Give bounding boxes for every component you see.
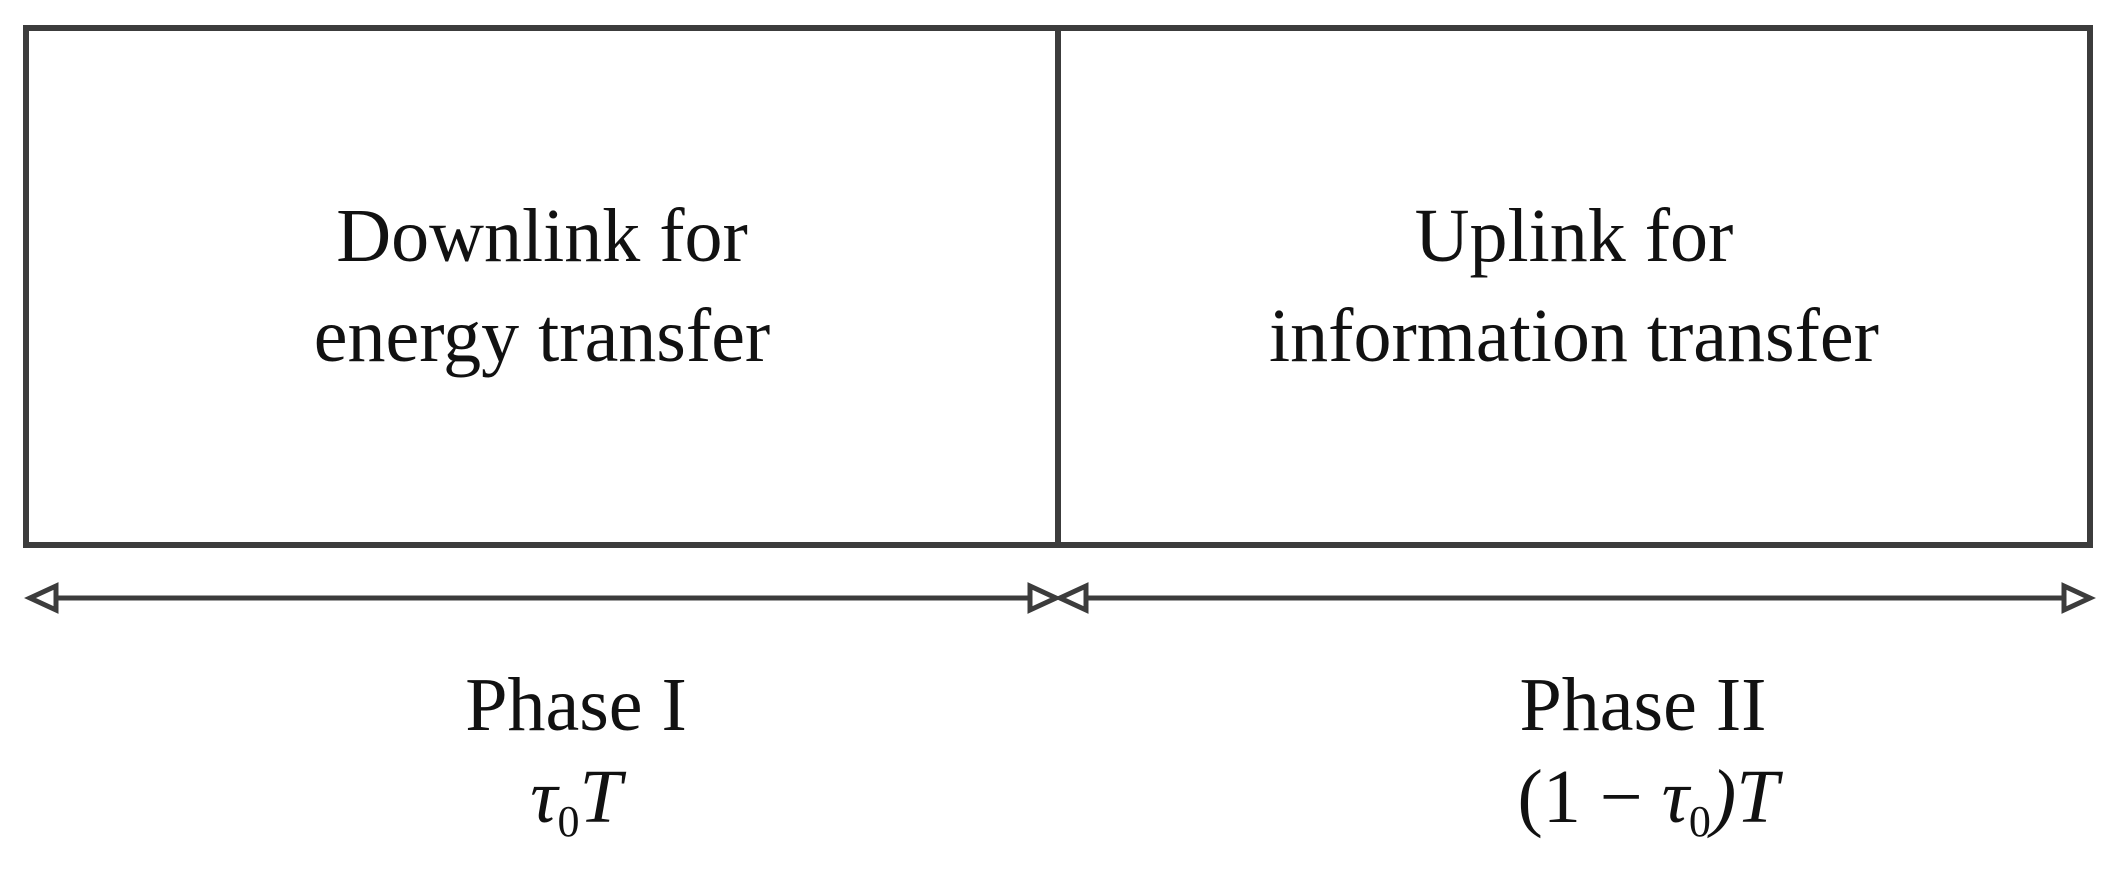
phase-1-arrow-left-head: [24, 582, 59, 614]
phase-2-duration-suffix: )T: [1710, 755, 1779, 839]
phase-1-duration: τ0T: [26, 752, 1126, 844]
phase-1-arrow: [24, 582, 1062, 614]
phase-2-arrow-left-head: [1054, 582, 1089, 614]
uplink-segment-label: Uplink for information transfer: [1058, 186, 2090, 386]
downlink-line-2: energy transfer: [313, 294, 771, 378]
phase-2-duration-subscript: 0: [1688, 797, 1711, 846]
phase-2-duration-symbol: τ: [1661, 755, 1689, 839]
downlink-line-1: Downlink for: [336, 194, 748, 278]
phase-1-arrow-right-head: [1027, 582, 1062, 614]
phase-2-arrow: [1054, 582, 2096, 614]
uplink-line-1: Uplink for: [1414, 194, 1734, 278]
phase-1-duration-symbol: τ: [530, 755, 558, 839]
phase-1-title: Phase I: [465, 663, 687, 747]
phase-2-duration: (1 − τ0)T: [1058, 752, 2112, 844]
uplink-line-2: information transfer: [1269, 294, 1879, 378]
phase-2-arrow-right-head: [2061, 582, 2096, 614]
downlink-segment-label: Downlink for energy transfer: [26, 186, 1058, 386]
phase-1-duration-suffix: T: [579, 755, 622, 839]
phase-2-title: Phase II: [1519, 663, 1767, 747]
phase-2-duration-prefix: (1 −: [1517, 755, 1662, 839]
phase-1-duration-subscript: 0: [557, 797, 580, 846]
